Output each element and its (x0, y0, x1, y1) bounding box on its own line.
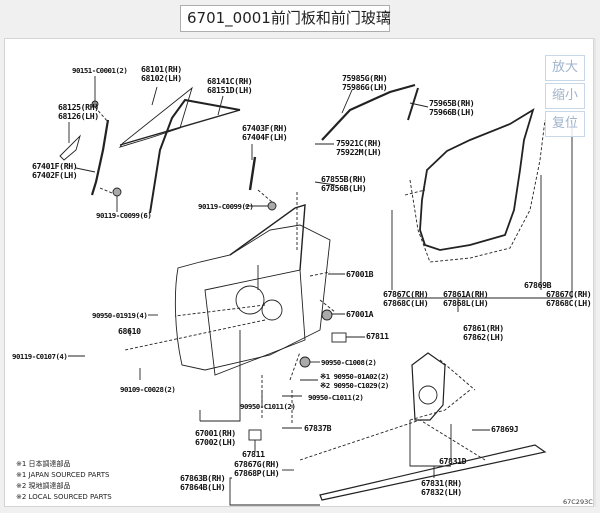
zoom-out-button[interactable]: 缩小 (545, 83, 585, 109)
label-67868c-right[interactable]: 67868C(LH) (546, 298, 592, 308)
label-67403[interactable]: 67403F(RH) (242, 123, 288, 133)
label-90950-c1008[interactable]: 90950-C1008(2) (321, 358, 377, 367)
label-75921[interactable]: 75921C(RH) (336, 138, 382, 148)
label-67001[interactable]: 67001(RH) (195, 428, 236, 438)
label-68610[interactable]: 68610 (118, 326, 142, 336)
label-67855[interactable]: 67855B(RH) (321, 174, 367, 184)
label-67831d[interactable]: 67831D (439, 456, 467, 466)
label-68126[interactable]: 68126(LH) (58, 111, 99, 121)
zoom-controls: 放大 缩小 复位 (545, 55, 585, 139)
label-67863[interactable]: 67863B(RH) (180, 473, 226, 483)
reset-button[interactable]: 复位 (545, 111, 585, 137)
chevron-down-icon[interactable]: ⌄ (374, 13, 382, 23)
diagram-select-value: 6701_0001前门板和前门玻璃 (187, 9, 391, 27)
part-labels: 90151-C0001(2) 68101(RH) 68102(LH) 68141… (12, 64, 592, 497)
label-67869b[interactable]: 67869B (524, 280, 552, 290)
label-90119-c0107[interactable]: 90119-C0107(4) (12, 352, 68, 361)
rear-channel (248, 156, 257, 191)
label-67867g[interactable]: 67867G(RH) (234, 459, 280, 469)
label-68141[interactable]: 68141C(RH) (207, 76, 253, 86)
run-channel-front (90, 119, 110, 196)
label-68101[interactable]: 68101(RH) (141, 64, 182, 74)
diagram-panel[interactable] (4, 38, 594, 507)
label-90119-c0099-6[interactable]: 90119-C0099(6) (96, 211, 152, 220)
label-67404[interactable]: 67404F(LH) (242, 132, 288, 142)
label-75922[interactable]: 75922M(LH) (336, 147, 382, 157)
label-67861a[interactable]: 67861A(RH) (443, 289, 489, 299)
label-90950-01919[interactable]: 90950-01919(4) (92, 311, 148, 320)
label-67869j[interactable]: 67869J (491, 424, 519, 434)
weatherstrip-outline (419, 108, 535, 251)
note-japan-cn: ※1 日本調達部品 (16, 459, 71, 468)
diagram-linework (59, 76, 573, 506)
label-67868c-left[interactable]: 67868C(LH) (383, 298, 429, 308)
note-local-cn: ※2 現地調達部品 (16, 481, 71, 490)
belt-molding (321, 83, 416, 141)
label-67831[interactable]: 67831(RH) (421, 478, 462, 488)
glass-run-channel (149, 98, 241, 214)
sourcing-notes: ※1 日本調達部品 ※1 JAPAN SOURCED PARTS ※2 現地調達… (16, 459, 112, 501)
door-glass-shape (118, 86, 193, 148)
label-67868l[interactable]: 67868L(LH) (443, 298, 489, 308)
label-67867c-left[interactable]: 67867C(RH) (383, 289, 429, 299)
label-75985[interactable]: 75985G(RH) (342, 73, 388, 83)
label-67402[interactable]: 67402F(LH) (32, 170, 78, 180)
label-75986[interactable]: 75986G(LH) (342, 82, 388, 92)
door-outer-panel (174, 224, 331, 371)
label-67811-b[interactable]: 67811 (242, 449, 266, 459)
label-90950-c1011-a[interactable]: 90950-C1011(2) (308, 393, 364, 402)
quarter-glass-shape (59, 134, 81, 161)
label-67862[interactable]: 67862(LH) (463, 332, 504, 342)
label-67811-a[interactable]: 67811 (366, 331, 390, 341)
label-67867c-right[interactable]: 67867C(RH) (546, 289, 592, 299)
label-67401[interactable]: 67401F(RH) (32, 161, 78, 171)
label-75965[interactable]: 75965B(RH) (429, 98, 475, 108)
label-67864[interactable]: 67864B(LH) (180, 482, 226, 492)
label-67002[interactable]: 67002(LH) (195, 437, 236, 447)
label-90109[interactable]: 90109-C0028(2) (120, 385, 176, 394)
label-90950-c1011-b[interactable]: 90950-C1011(2) (240, 402, 296, 411)
label-68102[interactable]: 68102(LH) (141, 73, 182, 83)
label-68125[interactable]: 68125(RH) (58, 102, 99, 112)
label-67001a[interactable]: 67001A (346, 309, 374, 319)
label-67832[interactable]: 67832(LH) (421, 487, 462, 497)
label-68151[interactable]: 68151D(LH) (207, 85, 253, 95)
illustration-code: 67C293C (563, 498, 593, 506)
label-90119-c0099-2[interactable]: 90119-C0099(2) (198, 202, 254, 211)
scuff-plate (319, 444, 547, 501)
label-67861[interactable]: 67861(RH) (463, 323, 504, 333)
label-67837[interactable]: 67837B (304, 423, 332, 433)
label-90950-01a02[interactable]: ※1 90950-01A02(2) (320, 372, 389, 381)
diagram-select[interactable]: 6701_0001前门板和前门玻璃 ⌄ (180, 5, 391, 32)
label-67856[interactable]: 67856B(LH) (321, 183, 367, 193)
note-japan-en: ※1 JAPAN SOURCED PARTS (16, 471, 110, 479)
note-local-en: ※2 LOCAL SOURCED PARTS (16, 493, 112, 501)
label-90151[interactable]: 90151-C0001(2) (72, 66, 128, 75)
label-75966[interactable]: 75966B(LH) (429, 107, 475, 117)
label-67001b[interactable]: 67001B (346, 269, 374, 279)
label-67868p[interactable]: 67868P(LH) (234, 468, 280, 478)
front-panel-bracket (411, 352, 446, 421)
zoom-in-button[interactable]: 放大 (545, 55, 585, 81)
label-90950-c1029[interactable]: ※2 90950-C1029(2) (320, 381, 389, 390)
toolbar: 6701_0001前门板和前门玻璃 ⌄ (0, 0, 600, 38)
panel-edge (594, 38, 596, 507)
